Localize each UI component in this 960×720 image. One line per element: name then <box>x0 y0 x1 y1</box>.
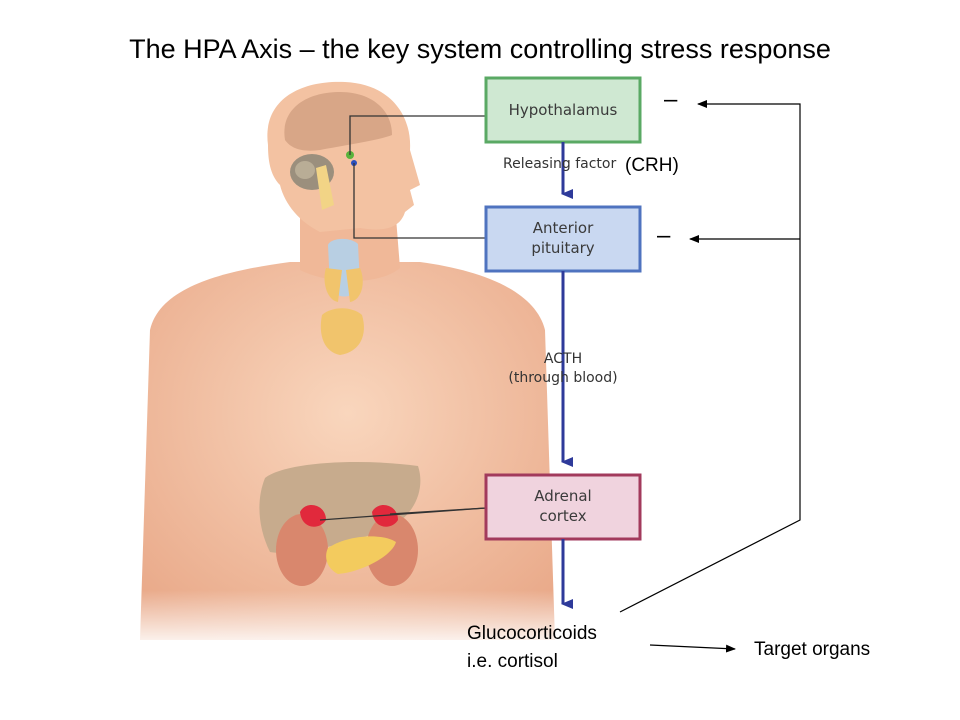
arrow-to-target-organs <box>649 644 736 653</box>
page-title: The HPA Axis – the key system controllin… <box>129 34 831 64</box>
adrenal-label-line2: cortex <box>539 507 587 525</box>
crh-label: (CRH) <box>625 155 679 176</box>
glucocorticoids-line1: Glucocorticoids <box>467 623 597 644</box>
pituitary-label: Anterior pituitary <box>486 218 640 258</box>
feedback-loop-hypothalamus <box>619 100 801 613</box>
adrenal-box <box>484 473 642 541</box>
adrenal-label: Adrenal cortex <box>486 486 640 526</box>
inhibit-mark-hypothalamus: – <box>664 86 678 113</box>
glucocorticoids-line2: i.e. cortisol <box>467 651 558 672</box>
pituitary-label-line2: pituitary <box>531 239 595 257</box>
glucocorticoids-label: Glucocorticoids i.e. cortisol <box>467 620 597 676</box>
hypothalamus-connector <box>349 115 486 155</box>
target-organs-label: Target organs <box>754 639 871 660</box>
pituitary-label-line1: Anterior <box>532 219 594 237</box>
body-illustration <box>130 81 570 650</box>
releasing-factor-label: Releasing factor <box>503 156 617 172</box>
acth-label-line2: (through blood) <box>508 370 618 386</box>
acth-label-line1: ACTH <box>543 351 583 367</box>
pituitary-connector <box>353 163 486 239</box>
hypothalamus-label: Hypothalamus <box>508 101 618 119</box>
adrenal-connector-right <box>389 507 487 515</box>
acth-label: ACTH (through blood) <box>498 350 628 388</box>
inhibit-mark-pituitary: – <box>657 222 671 249</box>
adrenal-label-line1: Adrenal <box>534 487 592 505</box>
